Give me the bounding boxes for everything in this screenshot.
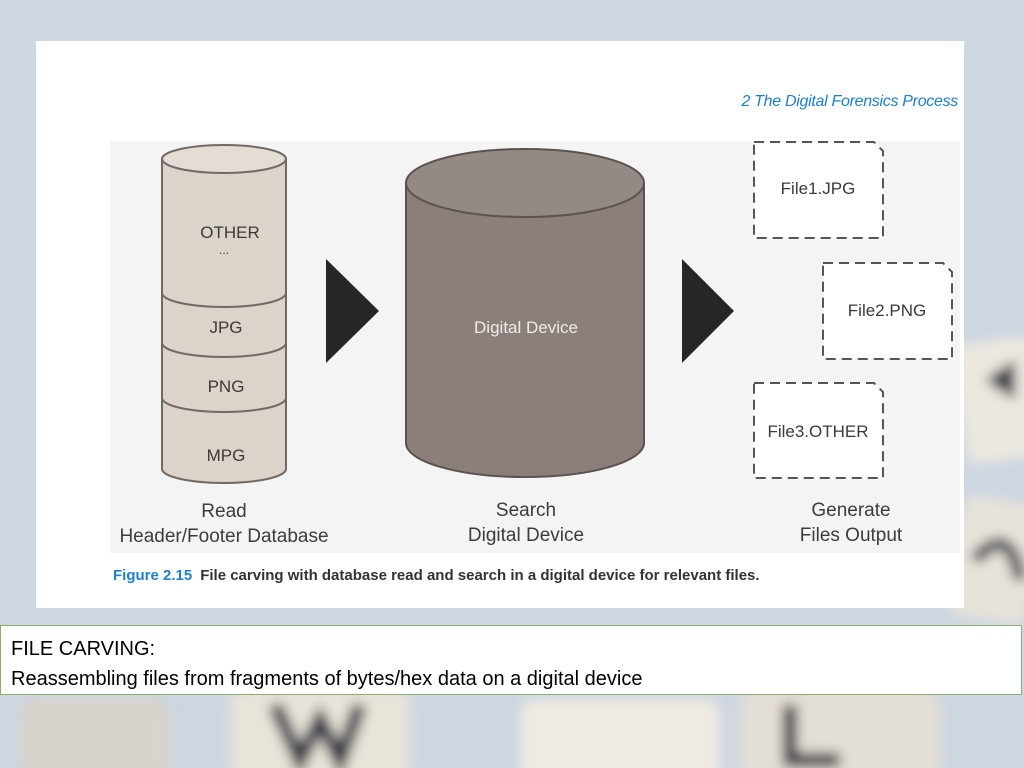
caption-title: FILE CARVING: (11, 638, 156, 660)
device-label: Search Digital Device (436, 498, 616, 548)
file-carving-diagram: OTHER ... JPG PNG MPG Digital Device Fil… (110, 141, 960, 553)
device-label-line2: Digital Device (467, 525, 585, 546)
segment-ellipsis: ... (219, 243, 229, 257)
slide-caption-box: FILE CARVING: Reassembling files from fr… (0, 625, 1022, 695)
caption-text: Reassembling files from fragments of byt… (11, 668, 643, 690)
output-file-3: File3.OTHER (753, 382, 884, 479)
database-label: Read Header/Footer Database (106, 499, 342, 549)
figure-caption: Figure 2.15 File carving with database re… (113, 567, 760, 584)
device-label-line1: Search (495, 500, 557, 521)
database-label-line2: Header/Footer Database (119, 526, 329, 547)
figure-caption-text: File carving with database read and sear… (200, 567, 760, 584)
output-file-2: File2.PNG (822, 262, 953, 360)
figure-panel: OTHER ... JPG PNG MPG Digital Device Fil… (36, 41, 964, 608)
segment-mpg: MPG (207, 446, 246, 465)
device-cylinder: Digital Device (405, 148, 645, 478)
segment-png: PNG (208, 377, 245, 396)
output-file-1: File1.JPG (753, 141, 884, 239)
device-name: Digital Device (474, 318, 578, 337)
output-label-line2: Files Output (799, 525, 903, 546)
database-label-line1: Read (201, 501, 247, 522)
segment-jpg: JPG (209, 318, 242, 337)
arrow-right-icon (326, 259, 379, 363)
file-name: File3.OTHER (767, 422, 868, 441)
database-cylinder: OTHER ... JPG PNG MPG (161, 144, 287, 484)
figure-number: Figure 2.15 (113, 567, 193, 584)
segment-other: OTHER (200, 223, 260, 242)
arrow-right-icon (682, 259, 734, 363)
output-label-line1: Generate (811, 500, 891, 521)
chapter-header: 2 The Digital Forensics Process (741, 93, 958, 110)
file-name: File1.JPG (781, 179, 856, 198)
output-label: Generate Files Output (771, 498, 931, 548)
file-name: File2.PNG (848, 301, 926, 320)
